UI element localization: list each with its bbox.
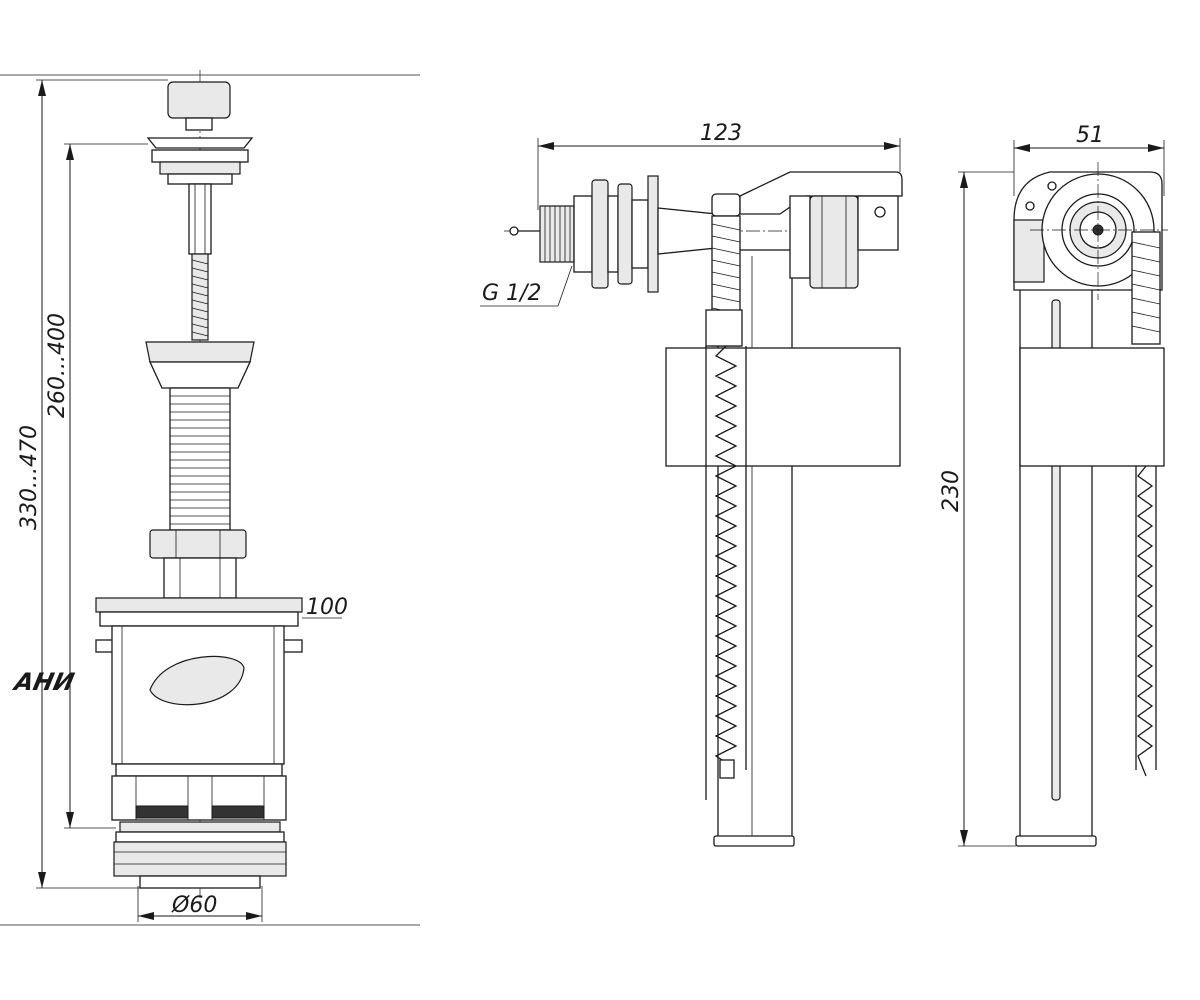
fill-valve-front-view: 51 230 bbox=[939, 123, 1168, 847]
float bbox=[665, 347, 901, 467]
overall-height-dimension: 330...470 bbox=[17, 425, 42, 530]
flange-dimension: 100 bbox=[306, 595, 348, 620]
float-front bbox=[1019, 347, 1165, 467]
brand-logo-text: АНИ bbox=[10, 667, 77, 696]
diameter-dimension: Ø60 bbox=[171, 893, 217, 918]
adjustable-height-dimension: 260...400 bbox=[45, 313, 70, 418]
valve-width-dimension: 51 bbox=[1076, 123, 1104, 148]
drain-mechanism-view: АНИ 330...470 260...400 100 bbox=[0, 70, 420, 926]
brand-logo: АНИ bbox=[10, 655, 245, 706]
valve-height-dimension: 230 bbox=[939, 470, 964, 512]
push-button-knob bbox=[167, 81, 231, 119]
fill-valve-side-view: G 1/2 123 bbox=[480, 121, 903, 847]
rod-thread bbox=[711, 223, 741, 315]
thread-dimension: G 1/2 bbox=[482, 281, 541, 306]
bellows-ribs bbox=[170, 395, 230, 525]
flange-plate bbox=[95, 597, 303, 613]
valve-length-dimension: 123 bbox=[700, 121, 742, 146]
